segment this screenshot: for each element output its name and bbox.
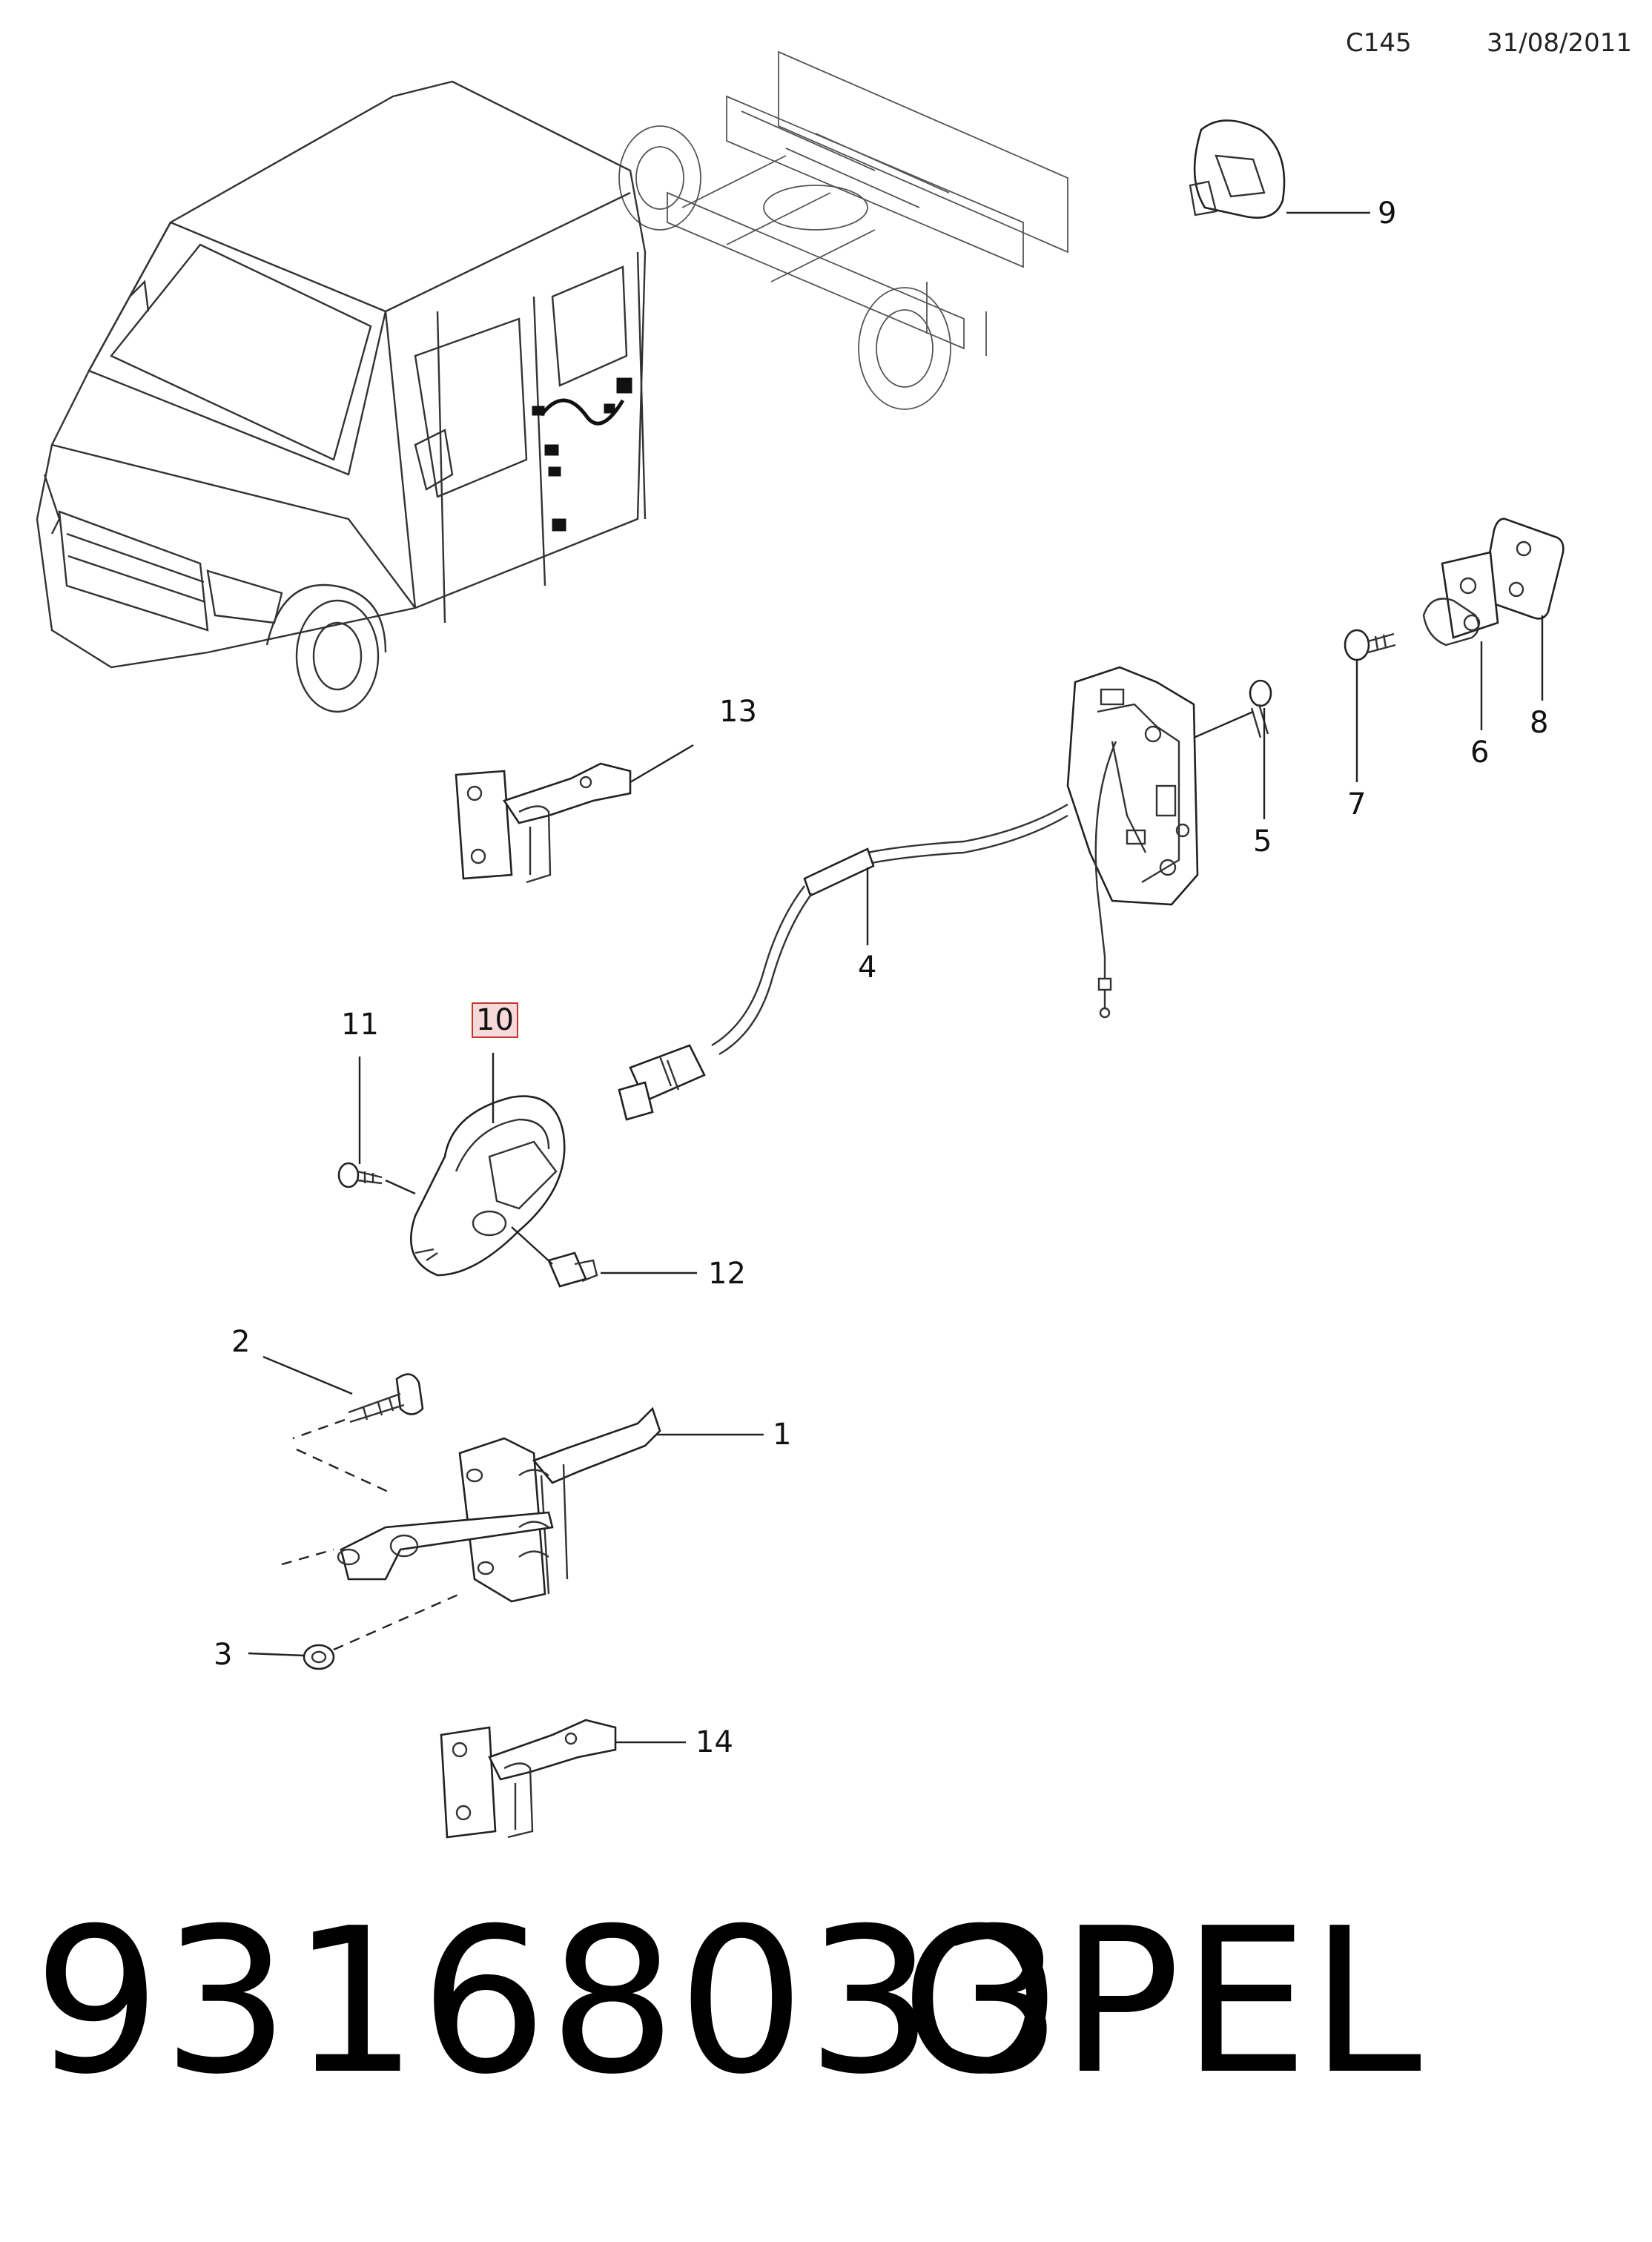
- callout-4: 4: [858, 950, 877, 985]
- front-wheel: [265, 583, 387, 713]
- callout-10-highlighted: 10: [472, 1002, 518, 1038]
- rear-wheel-back: [618, 125, 701, 231]
- part-8-plate: [1481, 517, 1565, 701]
- part-5-screw: [1193, 679, 1272, 819]
- part-13-upper-hinge: [455, 744, 694, 884]
- van-illustration: [36, 50, 1068, 713]
- part-1-door-check: [337, 1406, 764, 1603]
- part-10-inner-handle: [409, 1053, 566, 1277]
- callout-6: 6: [1470, 735, 1490, 770]
- cab-body: [36, 80, 647, 669]
- callout-13: 13: [719, 695, 757, 729]
- callout-14: 14: [696, 1725, 733, 1759]
- part-12-clip: [511, 1226, 697, 1288]
- part-14-lower-hinge: [440, 1719, 686, 1839]
- part-11-screw: [337, 1056, 416, 1195]
- callout-12: 12: [708, 1257, 746, 1291]
- rear-wheel-front: [858, 287, 951, 410]
- callout-3: 3: [214, 1638, 233, 1672]
- part-number: 93168033: [33, 1885, 1065, 2118]
- rear-door-hardware-marks: [532, 377, 632, 532]
- brand-name: OPEL: [901, 1885, 1424, 2118]
- chassis-frame: [667, 50, 1068, 356]
- part-3-nut: [248, 1548, 460, 1670]
- callout-1: 1: [773, 1418, 792, 1452]
- part-4-cable: [618, 803, 1068, 1121]
- callout-11: 11: [341, 1008, 379, 1042]
- callout-5: 5: [1253, 824, 1272, 859]
- callout-9: 9: [1378, 196, 1397, 231]
- door-lock-assembly: [1066, 666, 1199, 1019]
- part-7-screw: [1344, 629, 1396, 782]
- part-6-striker: [1422, 551, 1499, 730]
- part-9-cover: [1189, 119, 1370, 219]
- part-2-bolt: [262, 1355, 424, 1495]
- callout-7: 7: [1347, 787, 1367, 821]
- callout-8: 8: [1530, 706, 1549, 740]
- diagram-code: C145: [1346, 28, 1412, 58]
- diagram-date: 31/08/2011: [1487, 28, 1632, 58]
- callout-2: 2: [231, 1325, 251, 1359]
